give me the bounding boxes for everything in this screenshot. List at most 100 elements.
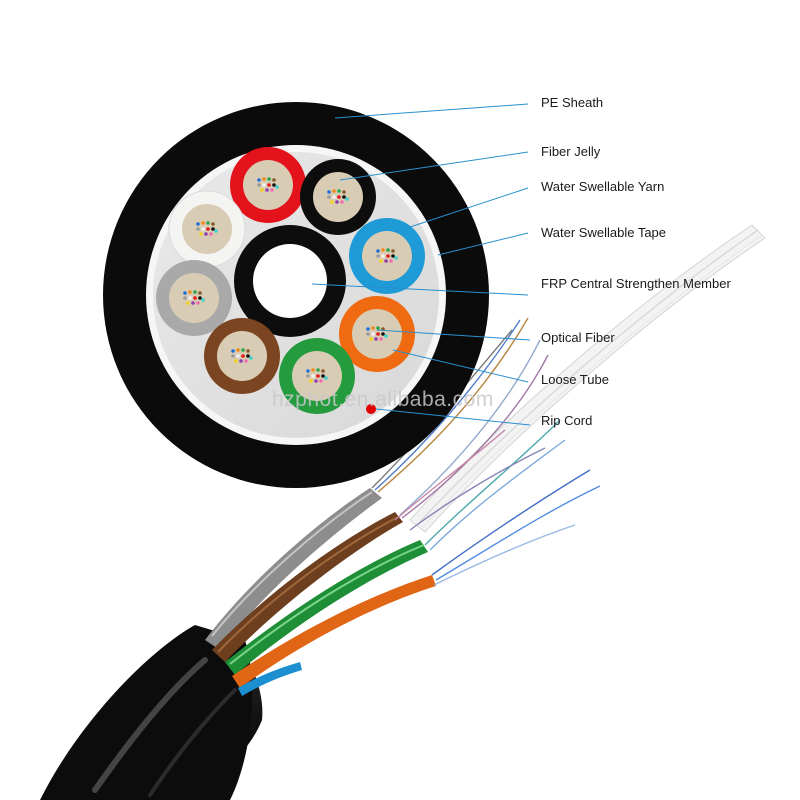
fiber-dot <box>394 256 398 260</box>
fiber-dot <box>316 368 320 372</box>
fiber-dot <box>381 332 385 336</box>
fiber-dot <box>342 195 346 199</box>
fiber-dot <box>386 254 390 258</box>
fiber-dot <box>206 227 210 231</box>
leader-lines <box>311 103 531 426</box>
fiber-dot <box>196 227 200 231</box>
fiber-dot <box>267 183 271 187</box>
fiber-dot <box>257 183 261 187</box>
fiber-dot <box>198 296 202 300</box>
fiber-dot <box>366 327 370 331</box>
fiber-dot <box>384 334 388 338</box>
fiber-dot <box>306 374 310 378</box>
fiber-dot <box>324 376 328 380</box>
fiber-dot <box>376 254 380 258</box>
fiber-dot <box>384 259 388 263</box>
leader-pe-sheath <box>334 103 529 119</box>
fiber-dot <box>316 374 320 378</box>
rip-cord <box>366 404 376 414</box>
watermark: hzphot.en.alibaba.com <box>272 388 494 411</box>
fiber-dot <box>206 221 210 225</box>
fiber-dot <box>196 301 200 305</box>
fiber-dot <box>311 374 315 378</box>
leader-water-swellable-yarn <box>394 187 529 233</box>
cross-section <box>103 102 489 488</box>
fiber-dot <box>201 227 205 231</box>
fiber-dot <box>376 326 380 330</box>
loose-tubes <box>156 147 425 414</box>
frp-central-member <box>253 244 327 318</box>
fiber-dot <box>231 349 235 353</box>
fiber-dot <box>198 291 202 295</box>
fiber-dot <box>309 379 313 383</box>
label-water-swellable-yarn: Water Swellable Yarn <box>541 179 665 194</box>
fiber-dot <box>244 359 248 363</box>
fiber-dot <box>386 248 390 252</box>
leader-water-swellable-tape <box>437 232 529 256</box>
fiber-dot <box>211 222 215 226</box>
fiber-dot <box>327 190 331 194</box>
fiber-dot <box>306 369 310 373</box>
grey-loose-tube <box>205 488 382 650</box>
leader-fiber-jelly <box>339 151 529 181</box>
brown-loose-tube <box>212 512 403 662</box>
fiber-dot <box>327 195 331 199</box>
label-frp-member: FRP Central Strengthen Member <box>541 276 731 291</box>
fiber-dot <box>371 326 375 330</box>
fiber-dot <box>330 200 334 204</box>
label-pe-sheath: PE Sheath <box>541 95 604 110</box>
fiber-dot <box>199 232 203 236</box>
fiber-dot <box>345 197 349 201</box>
fiber-dot <box>391 249 395 253</box>
fiber-dot <box>188 290 192 294</box>
jacket-highlight-2 <box>148 688 237 797</box>
fiber-dot <box>191 301 195 305</box>
fiber-dot <box>332 195 336 199</box>
leader-optical-fiber <box>376 329 531 341</box>
fiber-dot <box>236 354 240 358</box>
fiber-dot <box>246 354 250 358</box>
fiber-dot <box>311 368 315 372</box>
label-rip-cord: Rip Cord <box>541 413 593 428</box>
fiber-dot <box>236 348 240 352</box>
fiber-dot <box>389 259 393 263</box>
fiber-dot <box>337 195 341 199</box>
fiber-dot <box>193 296 197 300</box>
fiber-dot <box>241 348 245 352</box>
fiber-dot <box>262 177 266 181</box>
orange-loose-tube <box>232 575 436 688</box>
fiber-dot <box>272 183 276 187</box>
green-loose-tube <box>225 540 428 675</box>
fiber-dot <box>239 359 243 363</box>
fiber-dot <box>332 189 336 193</box>
fiber-dot <box>201 221 205 225</box>
fiber-dot <box>183 291 187 295</box>
fiber-dot <box>335 200 339 204</box>
fiber-dot <box>188 296 192 300</box>
cable-body <box>40 224 766 800</box>
fiber-dot <box>272 178 276 182</box>
fiber-dot <box>275 185 279 189</box>
fiber-dot <box>391 254 395 258</box>
label-fiber-jelly: Fiber Jelly <box>541 144 601 159</box>
leader-loose-tube <box>392 349 529 383</box>
fiber-dot <box>337 189 341 193</box>
fiber-dot <box>381 254 385 258</box>
fiber-dot <box>369 337 373 341</box>
fiber-dot <box>321 369 325 373</box>
fiber-dot <box>376 332 380 336</box>
fiber-dot <box>209 232 213 236</box>
fiber-dot <box>260 188 264 192</box>
fiber-dot <box>376 249 380 253</box>
fiber-dot <box>262 183 266 187</box>
fiber-dot <box>196 222 200 226</box>
fiber-dot <box>183 296 187 300</box>
fiber-dot <box>204 232 208 236</box>
fiber-dot <box>241 354 245 358</box>
fiber-dot <box>314 379 318 383</box>
fiber-dot <box>214 229 218 233</box>
leader-frp-member <box>311 283 529 296</box>
frp-rod <box>409 224 766 533</box>
fiber-dot <box>379 337 383 341</box>
optical-fibers <box>371 317 601 586</box>
